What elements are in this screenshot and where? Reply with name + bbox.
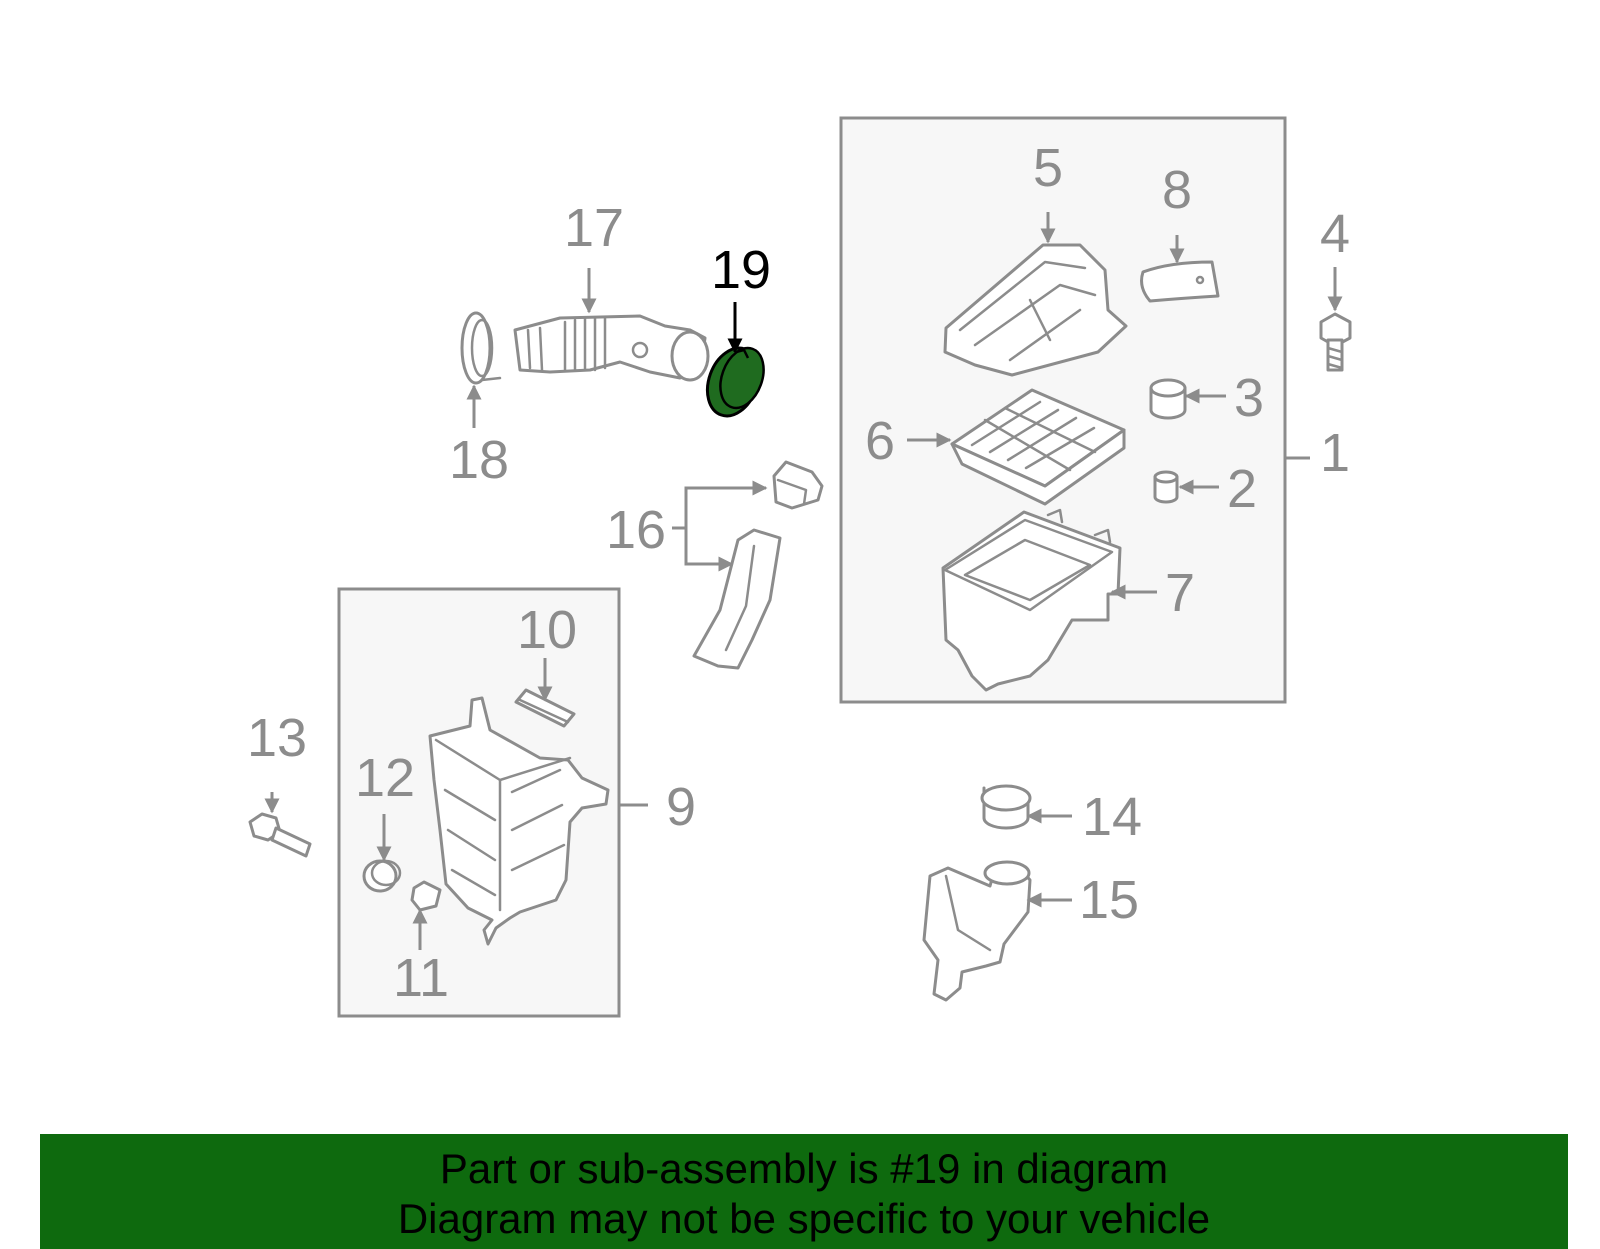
callout-11: 11	[393, 948, 449, 1008]
grommet-12	[362, 859, 402, 893]
callout-15: 15	[1079, 870, 1139, 930]
air-cleaner-lower-housing	[941, 508, 1122, 692]
banner-line-disclaimer: Diagram may not be specific to your vehi…	[397, 1195, 1211, 1242]
air-filter-element	[950, 388, 1126, 506]
intake-duct-15	[922, 860, 1032, 1002]
callout-17: 17	[564, 198, 624, 258]
grommet-2	[1153, 470, 1179, 504]
callout-10: 10	[517, 600, 577, 660]
air-duct-16	[692, 460, 824, 670]
banner-line-part-number: Part or sub-assembly is #19 in diagram	[439, 1145, 1169, 1192]
highlighted-part-19[interactable]	[698, 341, 771, 423]
mounting-bolt-13	[248, 812, 312, 858]
callout-14: 14	[1082, 787, 1142, 847]
grommet-3	[1149, 378, 1187, 420]
intake-hose	[513, 314, 710, 382]
callout-16: 16	[606, 500, 666, 560]
mounting-bolt-4	[1319, 312, 1352, 372]
resonator-seal-10	[514, 688, 576, 728]
callout-2: 2	[1227, 459, 1257, 519]
callout-5: 5	[1033, 138, 1063, 198]
callout-18: 18	[449, 430, 509, 490]
callout-9: 9	[666, 777, 696, 837]
callout-8: 8	[1162, 160, 1192, 220]
air-cleaner-upper-cover	[943, 243, 1128, 377]
callout-19[interactable]: 19	[711, 240, 771, 300]
air-duct-connector	[1140, 260, 1220, 303]
resonator	[428, 696, 610, 946]
grommet-11	[410, 880, 442, 912]
info-banner: Part or sub-assembly is #19 in diagram D…	[40, 1134, 1568, 1249]
callout-12: 12	[355, 748, 415, 808]
callout-3: 3	[1234, 368, 1264, 428]
callout-4: 4	[1320, 204, 1350, 264]
callout-1: 1	[1320, 423, 1350, 483]
duct-connector-14	[980, 784, 1032, 830]
callout-13: 13	[247, 708, 307, 768]
callout-6: 6	[865, 411, 895, 471]
hose-clamp-18	[460, 311, 502, 385]
callout-7: 7	[1165, 563, 1195, 623]
